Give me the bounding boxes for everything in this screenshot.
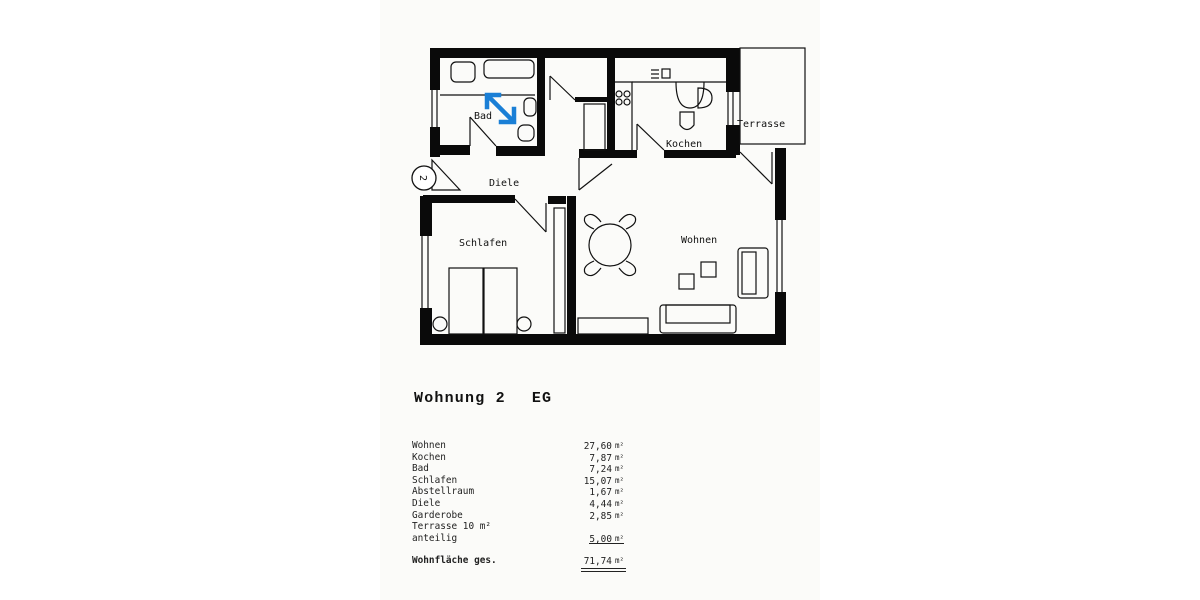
area-row-terrasse: Terrasse 10 m² — [412, 521, 492, 533]
room-label-diele: Diele — [489, 178, 519, 189]
room-label-schlafen: Schlafen — [459, 238, 507, 249]
floor-label: EG — [531, 390, 553, 407]
room-label-kochen: Kochen — [666, 139, 702, 150]
entrance-marker: 2 — [411, 165, 437, 191]
svg-text:2: 2 — [417, 175, 428, 181]
expand-diagonal-arrow-icon[interactable] — [484, 92, 517, 125]
room-label-terrasse: Terrasse — [737, 119, 785, 130]
walls — [420, 48, 786, 345]
room-label-wohnen: Wohnen — [681, 235, 717, 246]
room-label-bad: Bad — [474, 111, 492, 122]
